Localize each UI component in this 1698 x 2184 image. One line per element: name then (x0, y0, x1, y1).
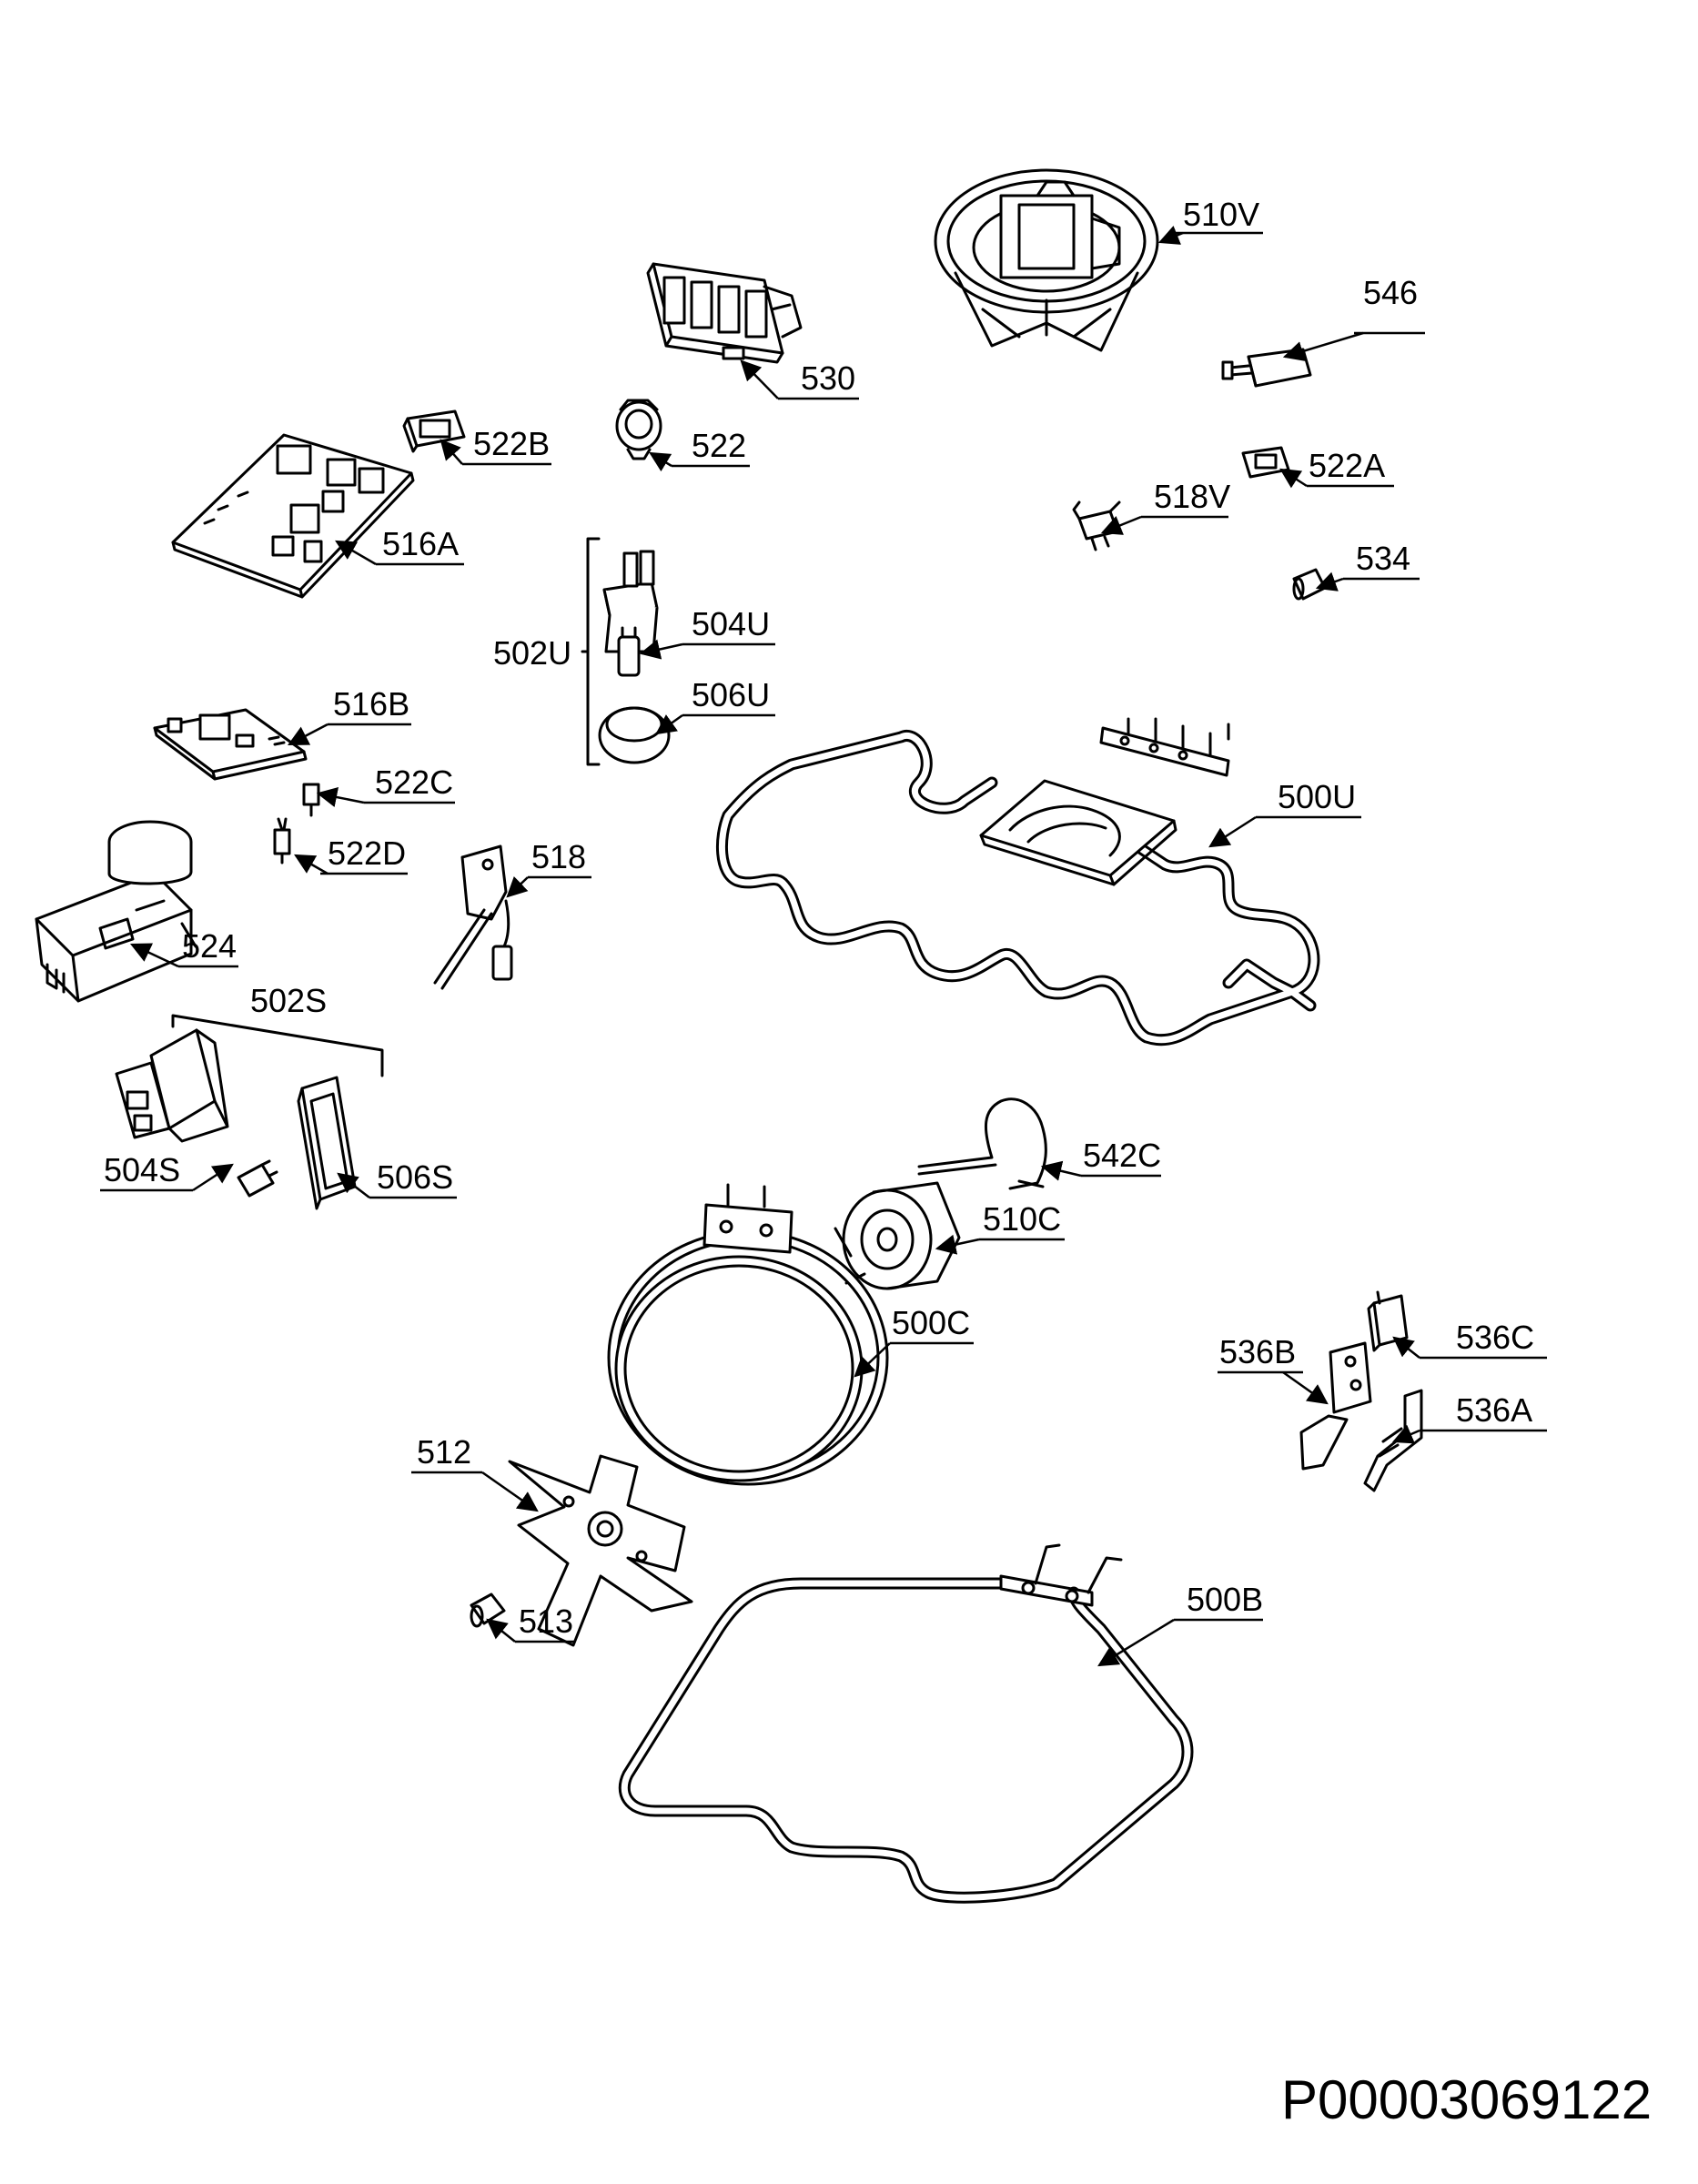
part-label-518: 518 (528, 838, 591, 879)
clip-522a (1241, 446, 1290, 479)
part-label-500b: 500B (1174, 1581, 1263, 1622)
part-label-522c: 522C (364, 763, 455, 804)
lamp-housing-502s (115, 1028, 229, 1143)
part-label-513: 513 (515, 1603, 575, 1643)
fan-motor-assembly-510v (934, 168, 1159, 352)
glass-cover-506s (297, 1076, 357, 1210)
part-label-522a: 522A (1307, 447, 1394, 488)
convection-motor-510c (834, 1181, 961, 1290)
svg-text:516B: 516B (333, 685, 409, 723)
top-heating-element-500u (715, 717, 1320, 1046)
part-label-536c: 536C (1420, 1319, 1547, 1360)
part-label-534: 534 (1343, 540, 1420, 581)
svg-text:522C: 522C (375, 763, 453, 801)
svg-text:504U: 504U (692, 605, 770, 642)
part-label-504u: 504U (682, 605, 775, 646)
connector-522c (302, 783, 320, 817)
svg-text:534: 534 (1356, 540, 1410, 577)
part-label-504s: 504S (100, 1151, 193, 1192)
part-label-516a: 516A (376, 525, 464, 566)
clip-522b (402, 410, 466, 453)
svg-text:522A: 522A (1309, 447, 1385, 484)
bracket-536b (1299, 1341, 1372, 1471)
control-board-516a (171, 433, 415, 599)
connector-522d (273, 817, 291, 864)
thermostat-probe-518 (433, 844, 513, 990)
bracket-536a (1363, 1389, 1423, 1492)
glass-cover-506u (598, 706, 671, 764)
terminal-block-530 (646, 262, 803, 364)
svg-text:522D: 522D (328, 834, 406, 872)
board-516b (153, 708, 308, 781)
lamp-assembly-bracket-502u (581, 537, 601, 766)
part-label-536b: 536B (1218, 1333, 1303, 1374)
svg-text:500U: 500U (1278, 778, 1356, 815)
sensor-546 (1221, 348, 1312, 388)
svg-text:504S: 504S (104, 1151, 180, 1188)
part-label-522: 522 (672, 427, 750, 468)
svg-text:506S: 506S (377, 1158, 453, 1196)
part-label-502u: 502U (493, 634, 571, 672)
part-label-506u: 506U (682, 676, 775, 717)
part-label-506s: 506S (369, 1158, 457, 1199)
svg-text:502U: 502U (493, 634, 571, 672)
part-label-510c: 510C (979, 1200, 1065, 1241)
svg-text:536A: 536A (1456, 1391, 1532, 1429)
svg-text:518: 518 (531, 838, 586, 875)
leader-lines (129, 226, 1420, 1667)
svg-text:542C: 542C (1083, 1137, 1161, 1174)
part-label-530: 530 (778, 359, 859, 400)
part-label-500c: 500C (890, 1304, 974, 1345)
lamp-holder-522 (615, 399, 662, 460)
svg-text:510V: 510V (1183, 196, 1259, 233)
svg-text:500C: 500C (892, 1304, 970, 1341)
svg-text:522B: 522B (473, 425, 550, 462)
svg-text:536B: 536B (1219, 1333, 1296, 1370)
part-label-542c: 542C (1081, 1137, 1161, 1178)
svg-text:502S: 502S (250, 982, 327, 1019)
knob-534 (1292, 568, 1327, 601)
part-label-522d: 522D (320, 834, 408, 875)
part-label-524: 524 (178, 927, 238, 968)
svg-text:518V: 518V (1154, 478, 1230, 515)
part-label-502s: 502S (250, 982, 327, 1019)
spring-clip-542c (917, 1097, 1047, 1190)
svg-text:546: 546 (1363, 274, 1418, 311)
part-label-522b: 522B (462, 425, 551, 466)
svg-text:536C: 536C (1456, 1319, 1534, 1356)
part-label-536a: 536A (1420, 1391, 1547, 1432)
part-label-510v: 510V (1174, 196, 1263, 235)
svg-text:510C: 510C (983, 1200, 1061, 1238)
document-id: P00003069122 (1281, 2069, 1652, 2130)
nut-513 (470, 1592, 506, 1628)
part-label-512: 512 (411, 1433, 482, 1474)
bottom-heating-element-500b (618, 1543, 1194, 1904)
door-lock-524 (35, 820, 197, 1003)
part-label-518v: 518V (1141, 478, 1230, 519)
part-label-516b: 516B (328, 685, 411, 726)
part-label-546: 546 (1354, 274, 1425, 335)
svg-text:522: 522 (692, 427, 746, 464)
svg-text:512: 512 (417, 1433, 471, 1471)
lamp-assembly-bracket-502s (171, 1014, 384, 1077)
microswitch-536c (1367, 1290, 1409, 1352)
bulb-504u (617, 626, 641, 677)
bulb-504s (237, 1159, 278, 1198)
part-label-500u: 500U (1256, 778, 1361, 819)
circular-heating-element-500c (607, 1183, 889, 1486)
thermostat-518v (1072, 500, 1121, 551)
svg-text:530: 530 (801, 359, 855, 397)
svg-text:516A: 516A (382, 525, 459, 562)
svg-text:506U: 506U (692, 676, 770, 713)
svg-text:524: 524 (182, 927, 237, 965)
svg-text:500B: 500B (1187, 1581, 1263, 1618)
fan-blade-512 (508, 1454, 693, 1647)
lamp-socket-502u (602, 550, 659, 653)
svg-text:513: 513 (519, 1603, 573, 1640)
